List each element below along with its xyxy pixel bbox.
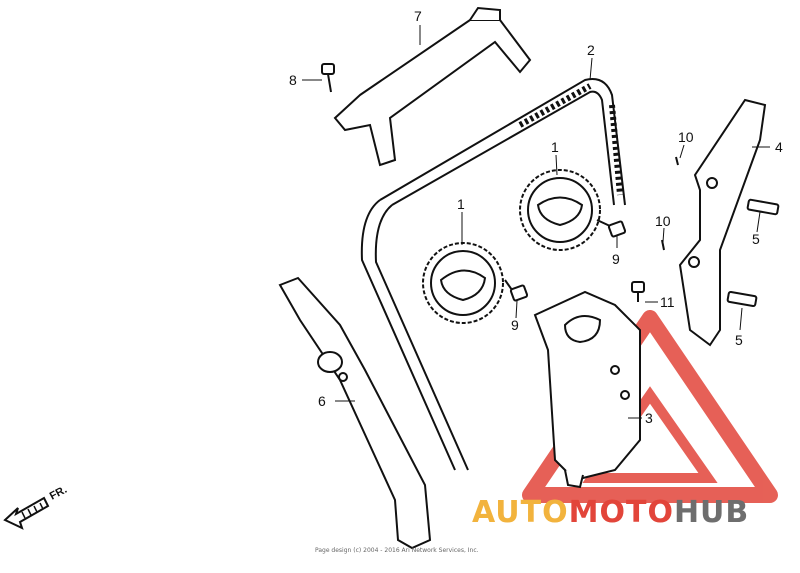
callout-2: 2 (587, 42, 595, 58)
watermark-part-moto: MOTO (569, 495, 674, 530)
leader-lines (302, 25, 770, 419)
callout-7: 7 (414, 8, 422, 24)
bolt-11 (631, 281, 645, 302)
watermark-brand-text: AUTOMOTOHUB (472, 495, 749, 530)
cam-chain (360, 78, 626, 471)
bolt-9-upper (596, 219, 627, 238)
watermark-part-auto: AUTO (472, 495, 569, 530)
callout-1-upper: 1 (551, 139, 559, 155)
callout-5-upper: 5 (752, 231, 760, 247)
bolt-8 (321, 63, 335, 93)
callout-1-lower: 1 (457, 196, 465, 212)
callout-5-lower: 5 (735, 332, 743, 348)
callout-10-lower: 10 (655, 213, 671, 229)
callout-6: 6 (318, 393, 326, 409)
chain-tensioner-body (533, 290, 641, 489)
callout-9-upper: 9 (612, 251, 620, 267)
callout-3: 3 (645, 410, 653, 426)
callout-9-lower: 9 (511, 317, 519, 333)
front-direction-label: FR. (48, 484, 69, 503)
watermark-part-hub: HUB (674, 495, 749, 530)
callout-4: 4 (775, 139, 783, 155)
callout-10-upper: 10 (678, 129, 694, 145)
pin-10-upper (675, 156, 679, 166)
chain-guide-lower (278, 276, 432, 550)
front-direction-arrow-icon (3, 496, 50, 530)
bolt-9-lower (504, 279, 529, 302)
bolt-5-lower (726, 290, 758, 308)
chain-guide-upper (333, 6, 532, 167)
pin-10-lower (661, 239, 665, 251)
bolt-5-upper (746, 198, 780, 216)
chain-tensioner-guide (678, 98, 767, 347)
callout-11: 11 (660, 294, 675, 310)
copyright-text: Page design (c) 2004 - 2016 Ari Network … (315, 547, 479, 554)
callout-8: 8 (289, 72, 297, 88)
sprocket-lower (422, 242, 504, 324)
sprocket-upper (519, 169, 601, 251)
